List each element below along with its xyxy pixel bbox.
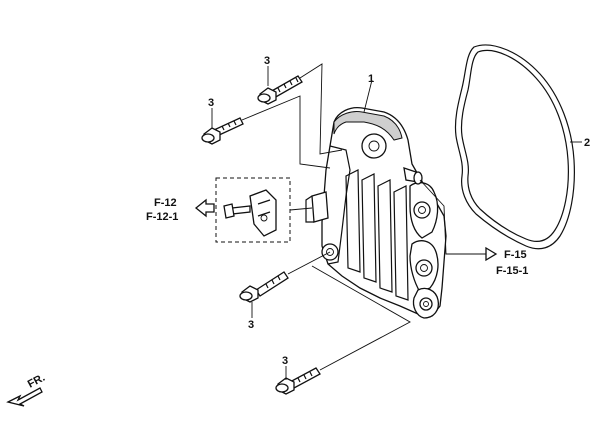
inset-bracket <box>249 189 277 237</box>
inset-small-bolt <box>223 203 251 219</box>
guide-bolt-top <box>299 63 343 155</box>
label-part-2: 2 <box>584 137 590 149</box>
bolt-bottom <box>275 367 321 395</box>
bolt-lower-left <box>239 271 289 303</box>
ref-left-a: F-12 <box>154 197 177 209</box>
ref-right-a: F-15 <box>504 249 527 261</box>
fr-label: FR. <box>26 372 47 391</box>
guide-right-ref <box>419 179 486 255</box>
cylinder-head-cover <box>305 106 447 319</box>
ref-left-b: F-12-1 <box>146 211 178 223</box>
guide-inset <box>289 207 313 211</box>
label-part-3-lower-left: 3 <box>248 319 254 331</box>
label-part-3-top: 3 <box>264 55 270 67</box>
bolt-left <box>201 117 244 145</box>
label-part-3-left: 3 <box>208 97 214 109</box>
ref-right-b: F-15-1 <box>496 265 528 277</box>
front-direction-arrow <box>6 387 43 407</box>
gasket <box>454 44 575 250</box>
label-part-3-bottom: 3 <box>282 355 288 367</box>
guide-bolt-left <box>241 95 331 169</box>
guide-bolt-bottom <box>311 265 411 371</box>
guide-bolt-lower-left <box>287 251 331 275</box>
bolt-top <box>257 75 303 105</box>
label-part-1: 1 <box>368 73 374 85</box>
ref-arrow-right <box>485 246 498 262</box>
ref-arrow-left <box>194 198 215 218</box>
leader-cover <box>363 79 373 113</box>
